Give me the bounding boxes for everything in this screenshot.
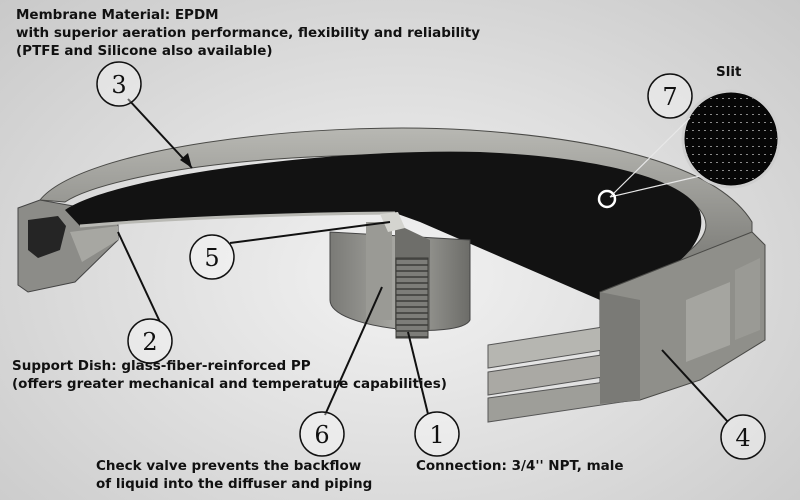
callout-4-circle xyxy=(720,414,766,460)
slit-marker xyxy=(597,189,617,209)
callout-1-circle xyxy=(414,411,460,457)
leader-4 xyxy=(661,349,729,423)
leader-3 xyxy=(127,98,193,169)
leader-5 xyxy=(229,221,391,244)
membrane-label-line1: Membrane Material: EPDM xyxy=(16,7,219,23)
housing-right-section xyxy=(487,231,766,423)
callout-6-number: 6 xyxy=(314,421,329,449)
membrane-label: Membrane Material: EPDM with superior ae… xyxy=(16,6,480,60)
check-valve-label-line1: Check valve prevents the backflow xyxy=(96,458,362,474)
callout-1-number: 1 xyxy=(429,421,444,449)
callout-3-circle xyxy=(96,61,142,107)
leader-2 xyxy=(117,231,161,323)
leader-1 xyxy=(407,331,429,415)
callout-circles xyxy=(96,61,766,460)
leader-6 xyxy=(324,286,383,416)
callout-6-circle xyxy=(299,411,345,457)
check-valve-label-line2: of liquid into the diffuser and piping xyxy=(96,476,373,492)
center-body xyxy=(329,212,471,339)
membrane-label-line3: (PTFE and Silicone also available) xyxy=(16,43,273,59)
callout-3-number: 3 xyxy=(111,71,126,99)
slit-label: Slit xyxy=(716,64,742,80)
callout-2-circle xyxy=(127,318,173,364)
callout-5-circle xyxy=(189,234,235,280)
callout-7-number: 7 xyxy=(662,83,677,111)
membrane-label-line2: with superior aeration performance, flex… xyxy=(16,25,481,41)
connection-label: Connection: 3/4'' NPT, male xyxy=(416,458,624,474)
threaded-connection xyxy=(395,257,429,339)
support-dish-label-line1: Support Dish: glass-fiber-reinforced PP xyxy=(12,358,311,374)
check-valve-label: Check valve prevents the backflow of liq… xyxy=(96,457,372,493)
support-dish-label-line2: (offers greater mechanical and temperatu… xyxy=(12,376,447,392)
membrane-surface xyxy=(65,151,702,300)
leader-lines xyxy=(117,98,729,423)
callout-7-circle xyxy=(647,73,693,119)
callout-2-number: 2 xyxy=(142,328,157,356)
callout-4-number: 4 xyxy=(735,424,750,452)
callout-5-number: 5 xyxy=(204,244,219,272)
slit-magnifier xyxy=(597,89,781,209)
support-dish-label: Support Dish: glass-fiber-reinforced PP … xyxy=(12,357,447,393)
